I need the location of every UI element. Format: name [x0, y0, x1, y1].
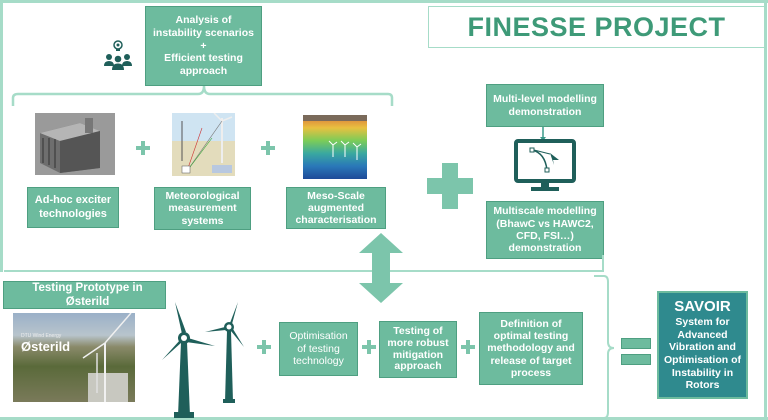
met-mast-image — [172, 113, 235, 176]
robust-testing-label: more robust — [387, 336, 449, 349]
optimisation-label: technology — [293, 355, 344, 368]
meso-scale-image — [303, 115, 367, 179]
page-title: FINESSE PROJECT — [467, 11, 726, 42]
analysis-box: Analysis of instability scenarios + Effi… — [145, 6, 262, 86]
robust-testing-label: mitigation — [392, 348, 444, 361]
multi-level-label: Multi-level modelling — [493, 92, 597, 105]
robust-testing-label: Testing of — [393, 325, 443, 337]
optimisation-step-box: Optimisation of testing technology — [279, 322, 358, 376]
savoir-line: Instability in — [671, 366, 734, 379]
savoir-line: Vibration and — [669, 341, 736, 354]
robust-testing-label: approach — [394, 360, 442, 373]
exciter-label: Ad-hoc exciter — [34, 194, 112, 207]
meso-scale-label: augmented — [307, 201, 364, 214]
analysis-line: Efficient testing — [164, 52, 243, 65]
equals-icon — [621, 338, 651, 366]
definition-label: release of target — [490, 354, 572, 367]
definition-label: methodology and — [487, 342, 575, 355]
optimisation-label: of testing — [297, 342, 340, 355]
frame-right — [764, 0, 767, 420]
savoir-line: Rotors — [685, 379, 720, 392]
monitor-bezier-icon — [514, 127, 576, 191]
top-brace — [11, 85, 394, 106]
photo-caption-small: DTU Wind Energy — [21, 333, 62, 339]
multiscale-label: demonstration — [508, 242, 582, 255]
big-plus-icon — [427, 163, 473, 209]
definition-label: process — [510, 366, 552, 379]
multiscale-label: (BhawC vs HAWC2, — [496, 217, 594, 230]
savoir-line: Advanced — [677, 328, 728, 341]
exciter-image — [35, 113, 115, 175]
definition-step-box: Definition of optimal testing methodolog… — [479, 312, 583, 385]
multi-level-label: demonstration — [508, 105, 582, 118]
frame-left — [0, 0, 3, 272]
plus-icon — [461, 340, 475, 354]
savoir-line: Optimisation of — [664, 354, 741, 366]
multiscale-modelling-box: Multiscale modelling (BhawC vs HAWC2, CF… — [486, 201, 604, 259]
multiscale-label: CFD, FSI…) — [516, 230, 574, 242]
multiscale-label: Multiscale modelling — [493, 205, 597, 218]
frame-top — [0, 0, 768, 3]
exciter-label-box: Ad-hoc exciter technologies — [27, 187, 119, 228]
savoir-line: System for — [675, 316, 730, 329]
osterild-photo: DTU Wind Energy Østerild — [13, 313, 135, 402]
analysis-line: Analysis of — [175, 14, 232, 26]
plus-icon — [362, 340, 376, 354]
analysis-line: approach — [179, 65, 228, 78]
savoir-result-box: SAVOIR System for Advanced Vibration and… — [657, 291, 748, 399]
wind-turbines-icon — [162, 302, 244, 418]
photo-caption: Østerild — [21, 339, 71, 354]
meso-scale-label: Meso-Scale — [307, 189, 365, 202]
exciter-label: technologies — [39, 207, 107, 220]
multi-level-modelling-box: Multi-level modelling demonstration — [486, 84, 604, 127]
double-arrow-icon — [359, 233, 403, 303]
meteorological-label: Meteorological — [165, 190, 240, 203]
savoir-title: SAVOIR — [674, 298, 731, 316]
analysis-line: instability scenarios — [153, 26, 254, 39]
modelling-bracket — [602, 255, 604, 271]
plus-icon — [257, 340, 271, 354]
frame-mid — [4, 270, 604, 272]
testing-prototype-header: Testing Prototype in Østerild — [3, 281, 166, 309]
meso-scale-label: characterisation — [295, 214, 377, 227]
plus-icon — [261, 141, 275, 155]
optimisation-label: Optimisation — [289, 329, 348, 342]
robust-testing-step-box: Testing of more robust mitigation approa… — [379, 321, 457, 378]
testing-header-label: Testing Prototype in Østerild — [32, 281, 143, 308]
meso-scale-label-box: Meso-Scale augmented characterisation — [286, 187, 386, 229]
analysis-line: + — [200, 39, 207, 52]
title-box: FINESSE PROJECT — [428, 6, 764, 48]
right-brace — [594, 275, 614, 419]
plus-icon — [136, 141, 150, 155]
definition-label: optimal testing — [493, 330, 569, 343]
meteorological-label-box: Meteorological measurement systems — [154, 187, 251, 230]
team-idea-icon — [104, 40, 132, 70]
meteorological-label: systems — [181, 214, 224, 227]
definition-label: Definition of — [500, 318, 562, 331]
meteorological-label: measurement — [168, 202, 237, 215]
frame-bottom — [0, 417, 768, 420]
